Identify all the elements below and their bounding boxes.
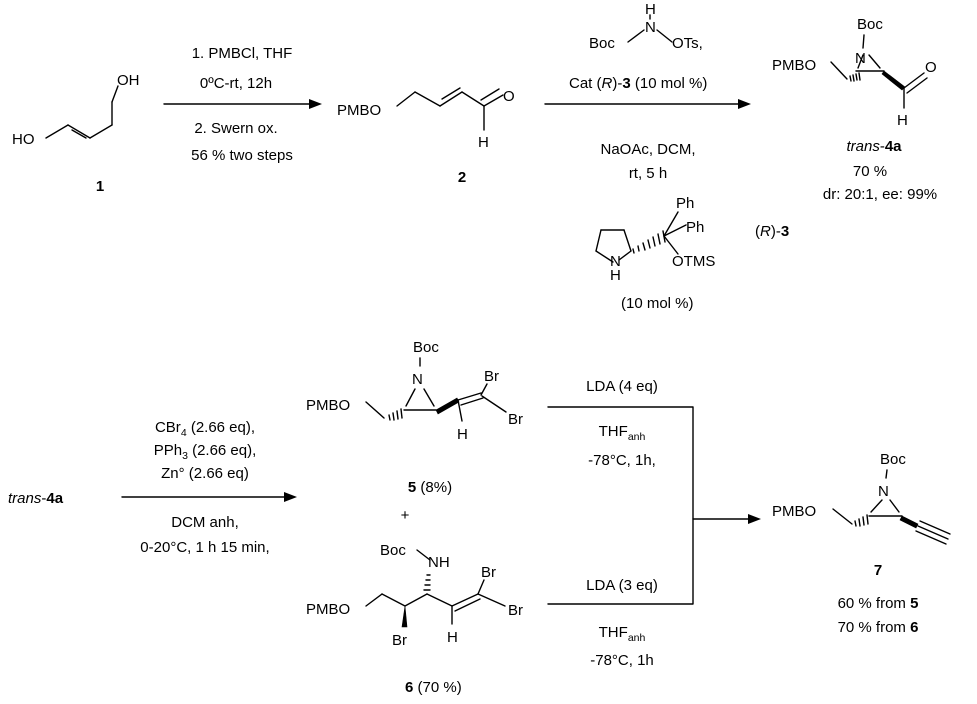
compound-6-label: 6 (70 %): [405, 679, 462, 696]
compound-5-br-1: Br: [484, 368, 499, 385]
step3-conditions-below-1: DCM anh,: [171, 514, 239, 531]
compound-7-yield-2: 70 % from 6: [838, 619, 919, 636]
compound-7-yield-1: 60 % from 5: [838, 595, 919, 612]
catalyst-3-ph-1: Ph: [676, 195, 694, 212]
start-compound-4a-label: trans-4a: [8, 490, 64, 507]
compound-1-bonds: [45, 85, 119, 139]
compound-7-number: 7: [874, 562, 882, 579]
compound-2-number: 2: [458, 169, 466, 186]
step1-conditions-below-2: 56 % two steps: [191, 147, 293, 164]
step4-top-below-2: -78°C, 1h,: [588, 452, 656, 469]
step4-bottom-below-1: THFanh: [599, 624, 646, 644]
catalyst-3: Ph Ph OTMS N H (R)-3 (10 mol %): [595, 195, 789, 312]
compound-5-pmbo: PMBO: [306, 397, 350, 414]
reaction-arrow-1: 1. PMBCl, THF 0ºC-rt, 12h 2. Swern ox. 5…: [163, 45, 322, 164]
compound-4a-o: O: [925, 59, 937, 76]
compound-4a-boc: Boc: [857, 16, 883, 33]
step2-conditions-below-2: rt, 5 h: [629, 165, 667, 182]
compound-5-br-2: Br: [508, 411, 523, 428]
catalyst-3-label: (R)-3: [755, 223, 789, 240]
compound-1-ho: HO: [12, 131, 35, 148]
compound-5-h: H: [457, 426, 468, 443]
step3-conditions-above-2: PPh3 (2.66 eq),: [154, 442, 257, 462]
compound-2: PMBO O H 2: [337, 87, 515, 186]
compound-6: Boc NH PMBO Br Br Br H 6 (70 %): [306, 542, 523, 696]
reagent-boc: Boc: [589, 35, 615, 52]
reaction-arrow-4: LDA (4 eq) THFanh -78°C, 1h, LDA (3 eq) …: [547, 378, 761, 669]
compound-4a-n: N: [855, 50, 866, 67]
compound-6-h: H: [447, 629, 458, 646]
step3-conditions-above-3: Zn° (2.66 eq): [161, 465, 249, 482]
compound-7-n: N: [878, 483, 889, 500]
reagent-n: N: [645, 19, 656, 36]
compound-7-pmbo: PMBO: [772, 503, 816, 520]
step1-conditions-below-1: 2. Swern ox.: [194, 120, 277, 137]
tosyloxy-carbamate-reagent: Boc N H OTs,: [589, 1, 703, 52]
compound-4a-yield: 70 %: [853, 163, 887, 180]
step2-conditions-below-1: NaOAc, DCM,: [600, 141, 695, 158]
reaction-arrow-3: CBr4 (2.66 eq), PPh3 (2.66 eq), Zn° (2.6…: [121, 419, 297, 556]
reagent-ots: OTs,: [672, 35, 703, 52]
compound-1-oh: OH: [117, 72, 140, 89]
compound-6-nh: NH: [428, 554, 450, 571]
compound-2-h: H: [478, 134, 489, 151]
compound-6-boc: Boc: [380, 542, 406, 559]
compound-7: Boc N PMBO 7 60 % from 5 70 % from 6: [772, 451, 951, 636]
step4-top-below-1: THFanh: [599, 423, 646, 443]
compound-6-bonds: [365, 574, 506, 628]
compound-6-br-2: Br: [508, 602, 523, 619]
step3-conditions-below-2: 0-20°C, 1 h 15 min,: [140, 539, 269, 556]
compound-5: Boc N PMBO Br Br H 5 (8%): [306, 339, 523, 496]
step3-conditions-above-1: CBr4 (2.66 eq),: [155, 419, 255, 439]
compound-4a-label: trans-4a: [846, 138, 902, 155]
compound-5-bonds: [365, 383, 507, 422]
compound-2-pmbo: PMBO: [337, 102, 381, 119]
compound-6-br-1: Br: [481, 564, 496, 581]
compound-4a: Boc N PMBO O H trans-4a 70 % dr: 20:1, e…: [772, 16, 937, 203]
reaction-arrow-2: Boc N H OTs, Cat (R)-3 (10 mol %) NaOAc,…: [544, 1, 751, 182]
step1-conditions-above-1: 1. PMBCl, THF: [192, 45, 293, 62]
catalyst-3-bonds: [595, 211, 687, 263]
catalyst-3-h: H: [610, 267, 621, 284]
plus-sign: +: [401, 507, 410, 524]
catalyst-3-loading: (10 mol %): [621, 295, 694, 312]
compound-4a-h: H: [897, 112, 908, 129]
catalyst-3-otms: OTMS: [672, 253, 715, 270]
step2-catalyst-line: Cat (R)-3 (10 mol %): [569, 75, 707, 92]
compound-1: OH HO 1: [12, 72, 140, 195]
step4-bottom-below-2: -78°C, 1h: [590, 652, 654, 669]
compound-2-bonds: [396, 87, 504, 131]
compound-7-bonds: [832, 499, 951, 545]
reagent-h: H: [645, 1, 656, 18]
compound-6-br-bottom: Br: [392, 632, 407, 649]
catalyst-3-n: N: [610, 253, 621, 270]
step1-conditions-above-2: 0ºC-rt, 12h: [200, 75, 272, 92]
compound-1-number: 1: [96, 178, 104, 195]
compound-5-boc: Boc: [413, 339, 439, 356]
compound-4a-selectivity: dr: 20:1, ee: 99%: [823, 186, 937, 203]
compound-4a-pmbo: PMBO: [772, 57, 816, 74]
compound-5-label: 5 (8%): [408, 479, 452, 496]
step4-top-above: LDA (4 eq): [586, 378, 658, 395]
compound-4a-bonds: [830, 54, 928, 109]
compound-6-pmbo: PMBO: [306, 601, 350, 618]
catalyst-3-ph-2: Ph: [686, 219, 704, 236]
compound-7-boc: Boc: [880, 451, 906, 468]
compound-2-o: O: [503, 88, 515, 105]
step4-bottom-above: LDA (3 eq): [586, 577, 658, 594]
compound-5-n: N: [412, 371, 423, 388]
